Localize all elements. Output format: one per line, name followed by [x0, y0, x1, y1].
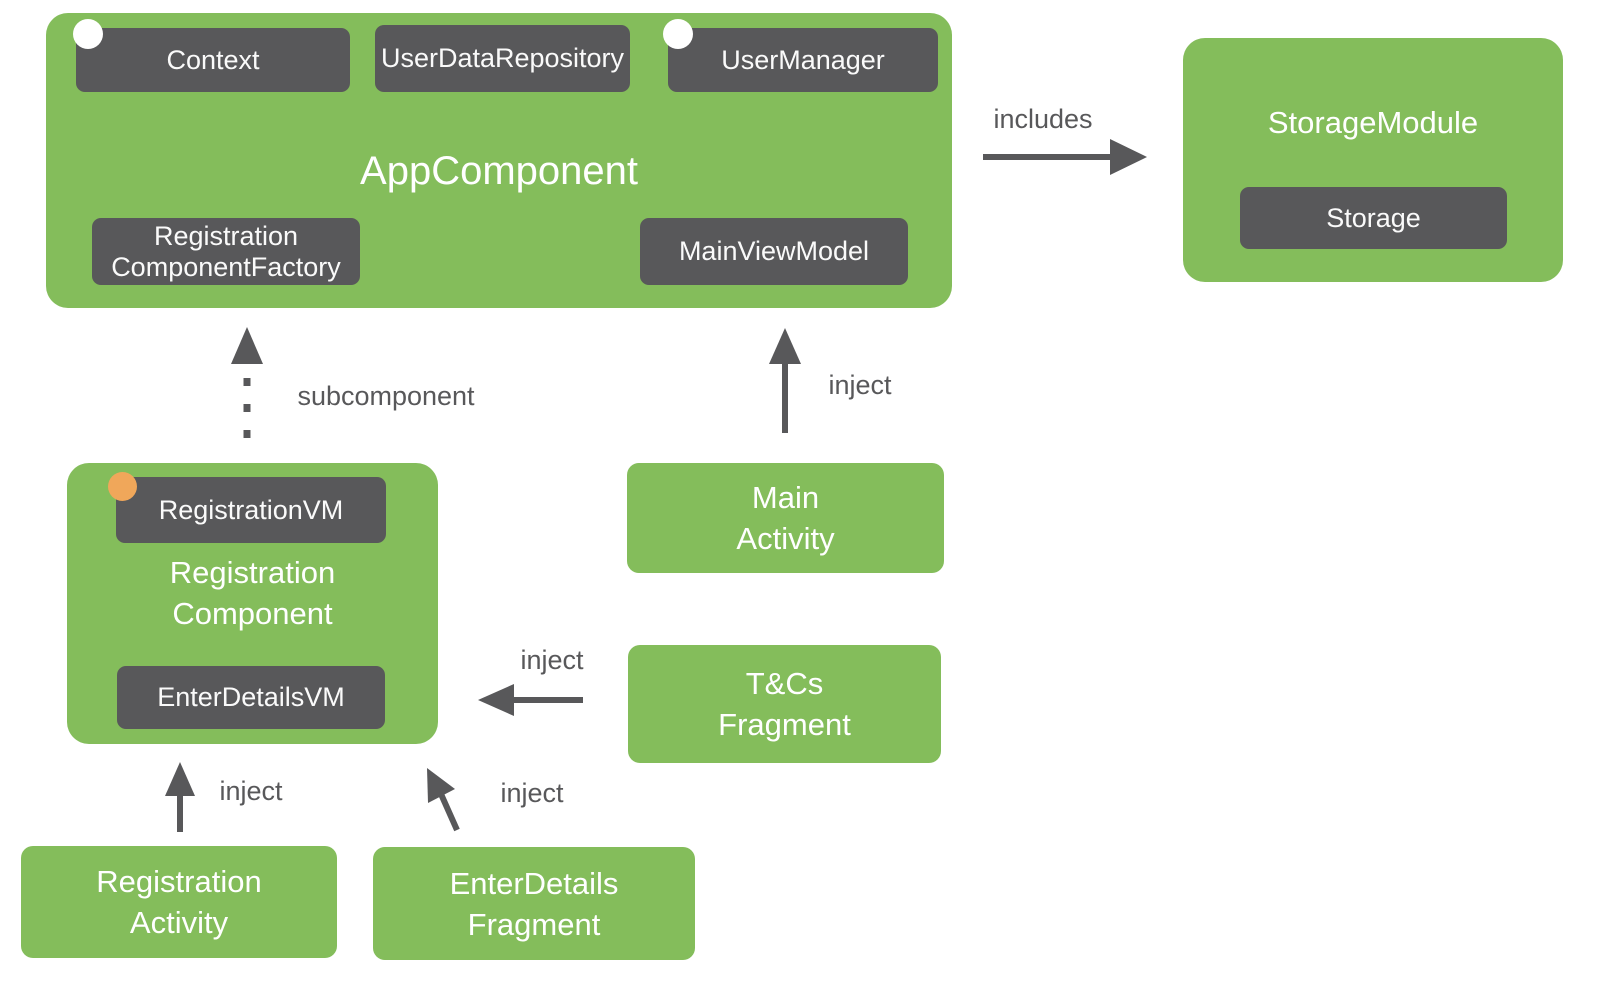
tcs-fragment-label: T&Cs Fragment — [628, 645, 941, 763]
tcs-fragment-line2: Fragment — [718, 707, 851, 742]
app-component-node: AppComponent Context UserDataRepository … — [46, 13, 952, 308]
registration-component-factory-line2: ComponentFactory — [111, 251, 341, 282]
enter-details-fragment-node: EnterDetails Fragment — [373, 847, 695, 960]
registration-component-factory-line1: Registration — [153, 220, 299, 251]
user-manager-chip: UserManager — [668, 28, 938, 92]
inject-registration-activity-arrow — [165, 762, 195, 832]
enter-details-fragment-line2: Fragment — [467, 906, 601, 942]
main-activity-line1: Main — [751, 480, 820, 515]
registration-activity-line1: Registration — [96, 864, 262, 899]
registration-component-title-line2: Component — [172, 596, 333, 631]
tcs-fragment-node: T&Cs Fragment — [628, 645, 941, 763]
subcomponent-arrow — [231, 327, 263, 441]
inject-enter-details-fragment-arrow — [427, 768, 460, 832]
context-scope-badge-icon — [73, 19, 103, 49]
includes-arrow — [983, 139, 1147, 175]
storage-module-node: StorageModule Storage — [1183, 38, 1563, 282]
user-manager-scope-badge-icon — [663, 19, 693, 49]
inject-enter-details-fragment-label: inject — [500, 778, 564, 808]
context-chip: Context — [76, 28, 350, 92]
inject-registration-activity-label: inject — [219, 776, 283, 806]
enter-details-fragment-label: EnterDetails Fragment — [373, 847, 695, 960]
registration-component-node: RegistrationVM Registration Component En… — [67, 463, 438, 744]
main-view-model-chip: MainViewModel — [640, 218, 908, 285]
registration-component-factory-chip: Registration ComponentFactory — [92, 218, 360, 285]
main-activity-label: Main Activity — [627, 463, 944, 573]
app-component-title: AppComponent — [360, 149, 638, 193]
enter-details-fragment-line1: EnterDetails — [449, 865, 619, 901]
main-activity-node: Main Activity — [627, 463, 944, 573]
inject-main-activity-arrow — [769, 328, 801, 433]
registration-activity-node: Registration Activity — [21, 846, 337, 958]
enter-details-vm-chip: EnterDetailsVM — [117, 666, 385, 729]
includes-label: includes — [993, 104, 1093, 134]
storage-module-title: StorageModule — [1267, 105, 1479, 140]
inject-tcs-fragment-arrow — [478, 684, 583, 716]
storage-chip: Storage — [1240, 187, 1507, 249]
registration-activity-line2: Activity — [129, 905, 229, 940]
registration-component-title: Registration Component — [67, 552, 438, 634]
main-activity-line2: Activity — [736, 521, 835, 556]
registration-vm-scope-badge-icon — [108, 472, 137, 501]
inject-tcs-fragment-label: inject — [520, 645, 584, 675]
subcomponent-label: subcomponent — [297, 381, 475, 411]
registration-component-title-line1: Registration — [169, 555, 336, 590]
user-data-repository-chip: UserDataRepository — [375, 25, 630, 92]
tcs-fragment-line1: T&Cs — [745, 666, 824, 701]
inject-main-activity-label: inject — [828, 370, 892, 400]
registration-activity-label: Registration Activity — [21, 846, 337, 958]
registration-vm-chip: RegistrationVM — [116, 477, 386, 543]
